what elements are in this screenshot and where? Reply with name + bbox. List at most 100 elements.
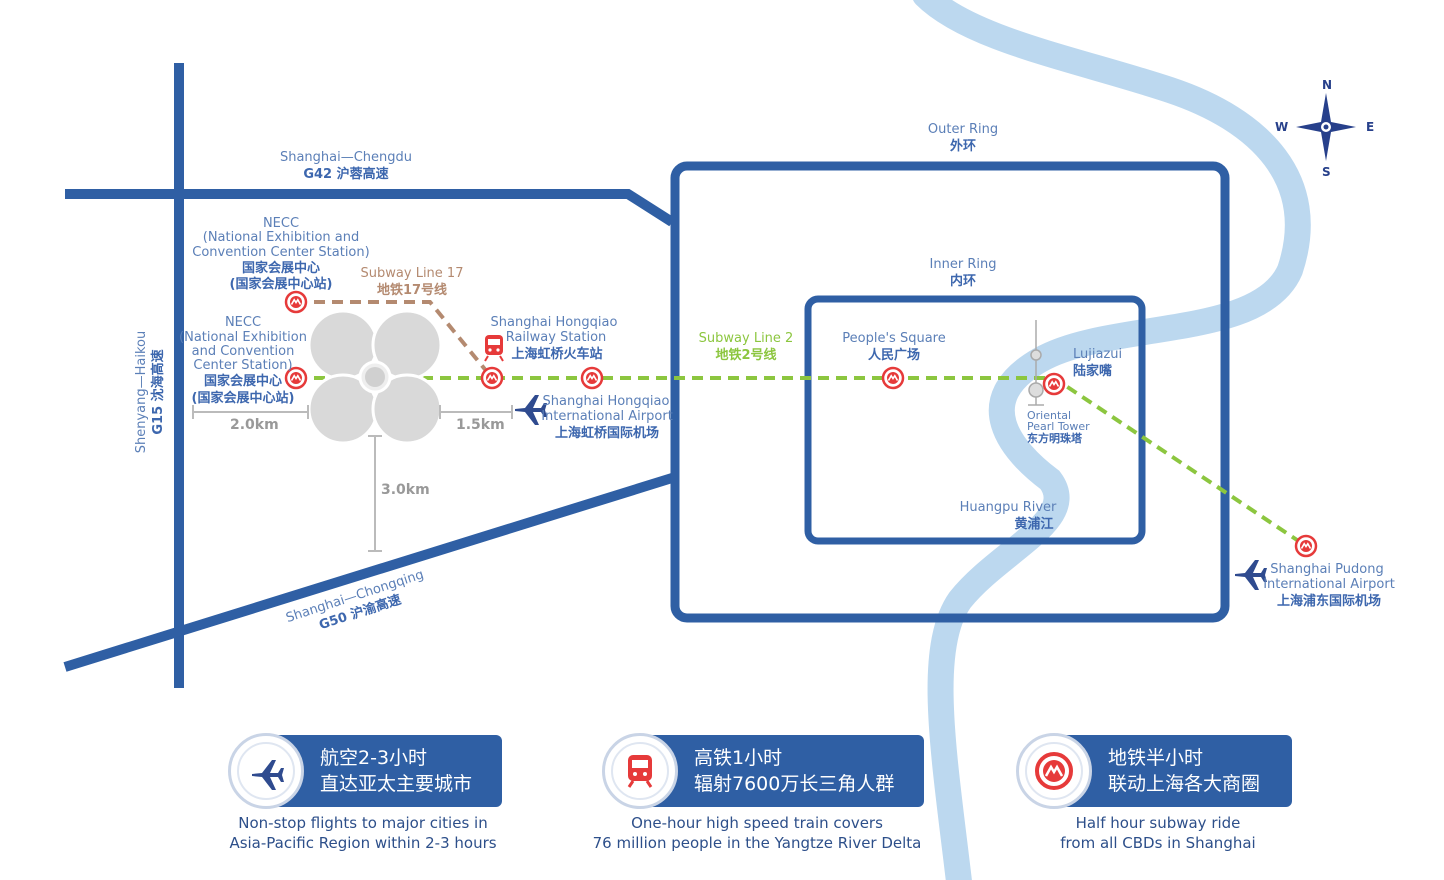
inner-ring-label-en: Inner Ring bbox=[930, 257, 997, 272]
svg-text:东方明珠塔: 东方明珠塔 bbox=[1027, 431, 1083, 445]
svg-text:International Airport: International Airport bbox=[1263, 577, 1395, 592]
metro-icon-peoples-square[interactable] bbox=[881, 366, 905, 390]
metro-icon-pudong-airport[interactable] bbox=[1294, 534, 1318, 558]
subway-line-17 bbox=[296, 300, 494, 380]
card-rail-title-line2: 辐射7600万长三角人群 bbox=[694, 773, 895, 795]
g15-label-en: Shenyang—Haikou bbox=[134, 331, 149, 454]
necc-left-label: NECC (National Exhibition and Convention… bbox=[179, 315, 307, 406]
svg-text:(National Exhibition and: (National Exhibition and bbox=[203, 230, 360, 245]
distance-markers bbox=[192, 405, 513, 552]
distance-east: 1.5km bbox=[456, 417, 505, 433]
svg-text:Pearl Tower: Pearl Tower bbox=[1027, 420, 1090, 433]
card-air-desc: Non-stop flights to major cities in Asia… bbox=[220, 813, 506, 853]
card-metro-title-line1: 地铁半小时 bbox=[1108, 747, 1204, 769]
lujiazui-label-cn: 陆家嘴 bbox=[1073, 363, 1112, 379]
train-icon bbox=[484, 335, 504, 362]
huangpu-river bbox=[913, 0, 1311, 880]
outer-ring-label-cn: 外环 bbox=[949, 138, 976, 154]
card-rail-title-line1: 高铁1小时 bbox=[694, 747, 783, 769]
card-air-title-line2: 直达亚太主要城市 bbox=[320, 773, 473, 795]
svg-text:上海浦东国际机场: 上海浦东国际机场 bbox=[1277, 593, 1381, 609]
svg-text:Shanghai Hongqiao: Shanghai Hongqiao bbox=[491, 315, 618, 330]
svg-text:(国家会展中心站): (国家会展中心站) bbox=[192, 390, 295, 406]
line2-label-cn: 地铁2号线 bbox=[715, 347, 776, 363]
necc-top-label: NECC (National Exhibition and Convention… bbox=[192, 216, 369, 292]
card-air-desc-line2: Asia-Pacific Region within 2-3 hours bbox=[229, 834, 497, 852]
card-rail-badge bbox=[602, 733, 678, 809]
g42-label-cn: G42 沪蓉高速 bbox=[303, 166, 388, 182]
metro-icon-hongqiao-airport[interactable] bbox=[580, 366, 604, 390]
airplane-icon bbox=[252, 760, 284, 790]
svg-text:NECC: NECC bbox=[263, 216, 299, 231]
card-rail-desc-line1: One-hour high speed train covers bbox=[631, 814, 883, 832]
card-air-badge bbox=[228, 733, 304, 809]
card-metro-desc: Half hour subway ride from all CBDs in S… bbox=[1016, 813, 1300, 853]
compass-w: W bbox=[1275, 120, 1288, 134]
svg-text:国家会展中心: 国家会展中心 bbox=[242, 260, 320, 276]
card-air: 航空2-3小时 直达亚太主要城市 Non-stop flights to maj… bbox=[228, 733, 528, 852]
hongqiao-airport-label: Shanghai Hongqiao International Airport … bbox=[541, 394, 673, 441]
g42-label-en: Shanghai—Chengdu bbox=[280, 150, 412, 165]
svg-text:Oriental: Oriental bbox=[1027, 409, 1071, 422]
svg-text:(National Exhibition: (National Exhibition bbox=[179, 330, 307, 345]
card-air-title-line1: 航空2-3小时 bbox=[320, 747, 428, 769]
svg-text:Railway Station: Railway Station bbox=[506, 330, 607, 345]
compass-rose-icon bbox=[1296, 93, 1356, 161]
card-rail: 高铁1小时 辐射7600万长三角人群 One-hour high speed t… bbox=[593, 733, 932, 852]
line17-label-en: Subway Line 17 bbox=[361, 266, 464, 281]
compass-s: S bbox=[1322, 165, 1331, 179]
svg-text:Center Station): Center Station) bbox=[193, 358, 292, 373]
airplane-icon-pudong bbox=[1235, 560, 1267, 590]
svg-text:上海虹桥国际机场: 上海虹桥国际机场 bbox=[555, 425, 659, 441]
pudong-airport-label: Shanghai Pudong International Airport 上海… bbox=[1263, 562, 1395, 609]
subway-line-2 bbox=[296, 376, 1308, 548]
card-metro-badge bbox=[1016, 733, 1092, 809]
card-air-desc-line1: Non-stop flights to major cities in bbox=[238, 814, 488, 832]
highways bbox=[63, 63, 675, 688]
svg-text:NECC: NECC bbox=[225, 315, 261, 330]
card-metro: 地铁半小时 联动上海各大商圈 Half hour subway ride fro… bbox=[1016, 733, 1296, 852]
metro-icon-hongqiao-rail[interactable] bbox=[480, 366, 504, 390]
pearl-tower-icon bbox=[1028, 320, 1044, 406]
inner-ring-label-cn: 内环 bbox=[950, 273, 976, 289]
huangpu-label-cn: 黄浦江 bbox=[1014, 516, 1053, 532]
distance-south: 3.0km bbox=[381, 482, 430, 498]
card-rail-title: 高铁1小时 辐射7600万长三角人群 bbox=[652, 735, 924, 807]
card-air-title: 航空2-3小时 直达亚太主要城市 bbox=[278, 735, 502, 807]
svg-text:Convention Center Station): Convention Center Station) bbox=[192, 245, 369, 260]
g15-label-cn: G15 沈海高速 bbox=[150, 349, 166, 434]
necc-building bbox=[307, 309, 443, 445]
line2-label-en: Subway Line 2 bbox=[699, 331, 794, 346]
metro-icon bbox=[1035, 752, 1073, 790]
svg-text:International Airport: International Airport bbox=[541, 409, 673, 424]
compass-e: E bbox=[1366, 120, 1374, 134]
svg-text:国家会展中心: 国家会展中心 bbox=[204, 373, 282, 389]
huangpu-label-en: Huangpu River bbox=[960, 500, 1057, 515]
outer-ring bbox=[670, 161, 1230, 623]
line17-label-cn: 地铁17号线 bbox=[377, 282, 447, 298]
metro-icon-lujiazui[interactable] bbox=[1042, 372, 1066, 396]
peoples-square-label-en: People's Square bbox=[842, 331, 945, 346]
card-metro-desc-line1: Half hour subway ride bbox=[1075, 814, 1241, 832]
card-metro-title-line2: 联动上海各大商圈 bbox=[1108, 773, 1261, 795]
svg-text:and Convention: and Convention bbox=[192, 344, 295, 359]
peoples-square-label-cn: 人民广场 bbox=[868, 347, 920, 363]
svg-text:(国家会展中心站): (国家会展中心站) bbox=[230, 276, 333, 292]
svg-text:Shanghai Pudong: Shanghai Pudong bbox=[1270, 562, 1383, 577]
distance-west: 2.0km bbox=[230, 417, 279, 433]
pearl-tower-label: Oriental Pearl Tower 东方明珠塔 bbox=[1027, 409, 1090, 445]
metro-icon-necc-top[interactable] bbox=[284, 290, 308, 314]
hongqiao-rail-label: Shanghai Hongqiao Railway Station 上海虹桥火车… bbox=[491, 315, 618, 362]
svg-text:Shanghai Hongqiao: Shanghai Hongqiao bbox=[543, 394, 670, 409]
card-metro-title: 地铁半小时 联动上海各大商圈 bbox=[1066, 735, 1292, 807]
svg-text:上海虹桥火车站: 上海虹桥火车站 bbox=[511, 346, 602, 362]
inner-ring bbox=[804, 295, 1146, 545]
train-icon bbox=[627, 755, 653, 788]
lujiazui-label-en: Lujiazui bbox=[1073, 347, 1122, 362]
card-rail-desc-line2: 76 million people in the Yangtze River D… bbox=[592, 834, 922, 852]
card-rail-desc: One-hour high speed train covers 76 mill… bbox=[592, 813, 922, 853]
card-metro-desc-line2: from all CBDs in Shanghai bbox=[1060, 834, 1256, 852]
compass-n: N bbox=[1322, 78, 1332, 92]
outer-ring-label-en: Outer Ring bbox=[928, 122, 998, 137]
